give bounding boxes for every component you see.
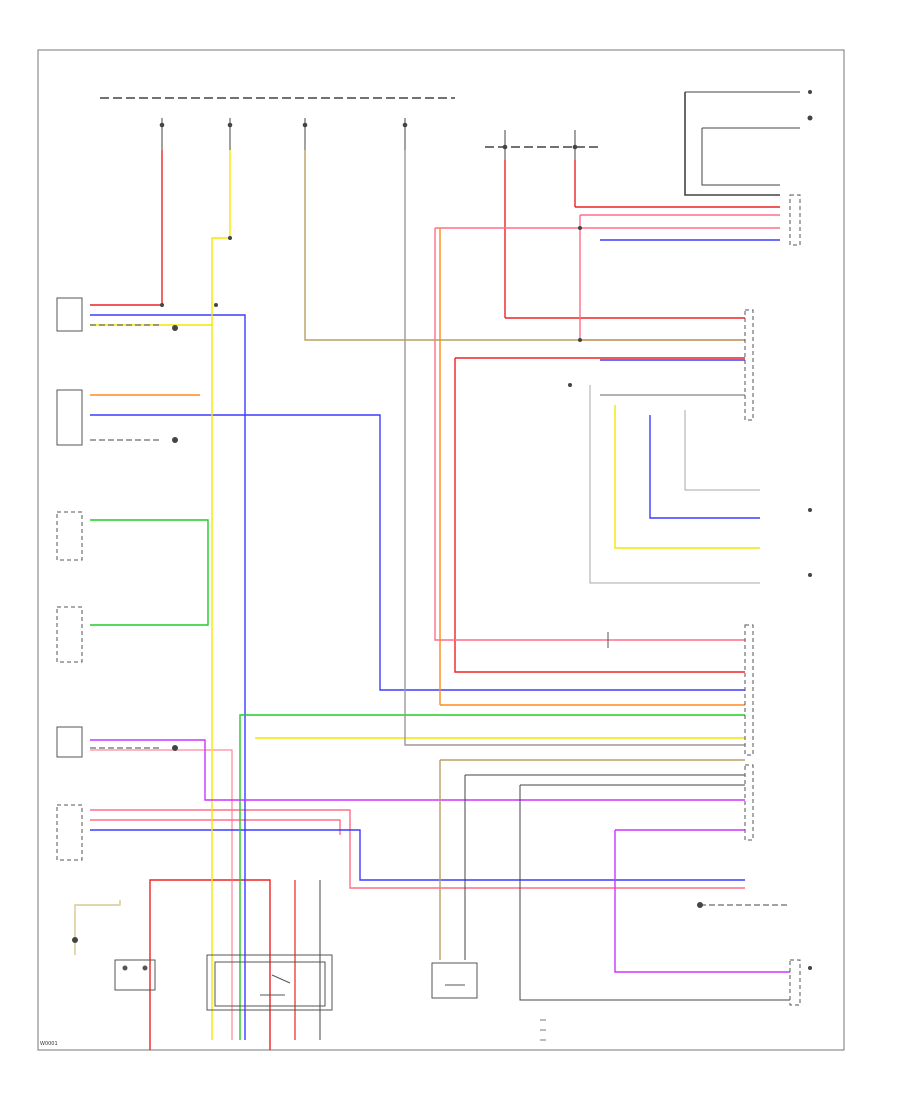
module-c	[56, 511, 83, 561]
module-f	[56, 804, 83, 861]
module-e	[56, 726, 83, 758]
diagram-id: W0001	[40, 1041, 58, 1047]
left-components	[56, 297, 83, 861]
module-d	[56, 606, 83, 663]
diagram-border	[37, 49, 845, 1051]
right-components	[607, 194, 801, 1006]
fuse-feeds	[100, 97, 600, 160]
module-a	[56, 297, 83, 332]
bottom-components	[114, 954, 478, 1011]
wires	[74, 91, 800, 1050]
connector-dots	[72, 90, 813, 970]
legend	[540, 1019, 546, 1041]
module-b	[56, 389, 83, 446]
